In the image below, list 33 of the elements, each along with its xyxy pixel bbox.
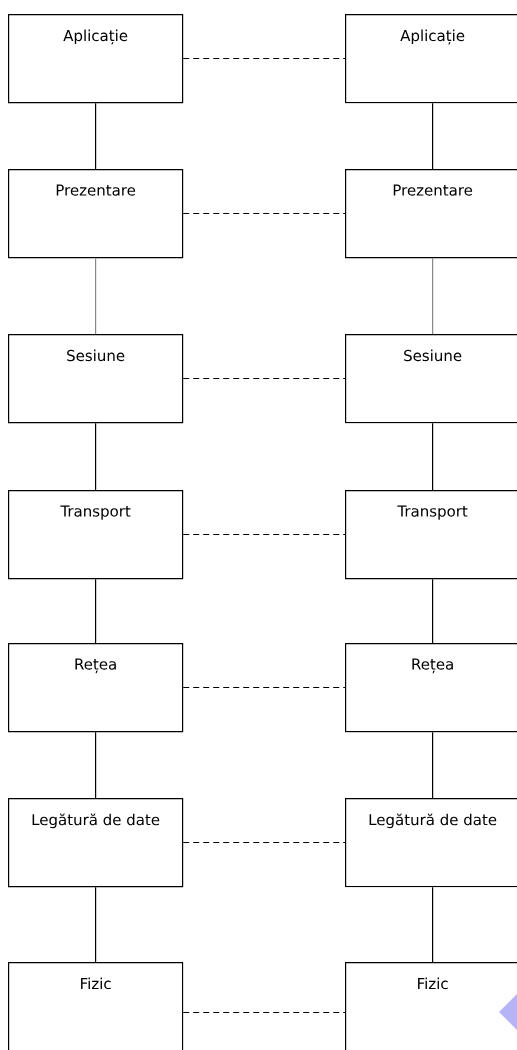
connector-line <box>432 578 434 644</box>
connector-line <box>95 886 97 963</box>
dashed-connector <box>182 58 346 60</box>
layer-box: Prezentare <box>8 169 184 259</box>
connector-line <box>432 422 434 491</box>
connector-line <box>95 578 97 644</box>
connector-line <box>432 886 434 963</box>
dashed-connector <box>182 687 346 689</box>
connector-line <box>95 422 97 491</box>
layer-box: Transport <box>8 490 184 580</box>
dashed-connector <box>182 534 346 536</box>
connector-line <box>432 102 434 170</box>
dashed-connector <box>182 842 346 844</box>
layer-box: Aplicație <box>345 14 517 104</box>
dashed-connector <box>182 213 346 215</box>
connector-line <box>432 731 434 799</box>
layer-box: Sesiune <box>8 334 184 424</box>
dashed-connector <box>182 1012 346 1014</box>
layer-box: Aplicație <box>8 14 184 104</box>
layer-box: Sesiune <box>345 334 517 424</box>
layer-box: Rețea <box>345 643 517 733</box>
layer-box: Rețea <box>8 643 184 733</box>
dashed-connector <box>182 378 346 380</box>
layer-box: Legătură de date <box>8 798 184 888</box>
layer-box: Fizic <box>8 962 184 1050</box>
layer-box: Transport <box>345 490 517 580</box>
connector-line <box>95 102 97 170</box>
connector-line <box>95 257 97 335</box>
layer-box: Legătură de date <box>345 798 517 888</box>
connector-line <box>432 257 434 335</box>
connector-line <box>95 731 97 799</box>
layer-box: Fizic <box>345 962 517 1050</box>
layer-box: Prezentare <box>345 169 517 259</box>
